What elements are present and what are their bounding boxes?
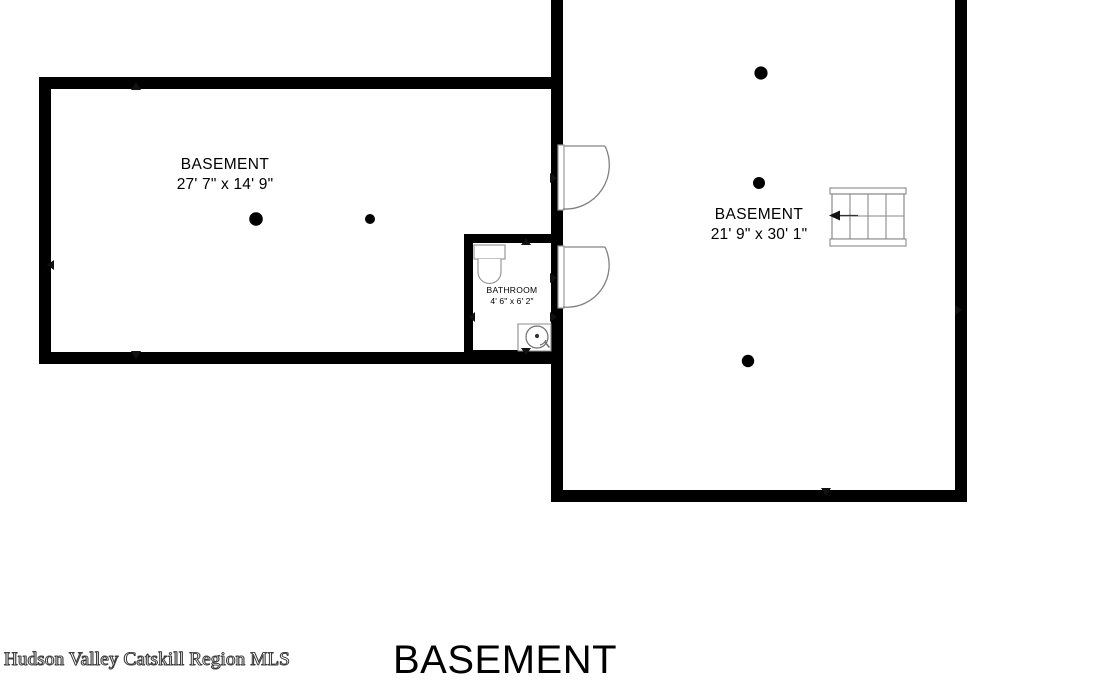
dimension-marker-left-top	[131, 82, 141, 90]
wall-left-west	[39, 77, 51, 364]
dimension-marker-bath-east	[550, 312, 557, 322]
walls-left-section	[39, 77, 560, 364]
door-swing-icon-upper	[557, 144, 610, 211]
ceiling-light-left-2	[365, 214, 375, 224]
ceiling-light-right-2	[753, 177, 765, 189]
room-label-basement-left: BASEMENT 27' 7" x 14' 9"	[122, 155, 328, 195]
wall-bathroom-west	[464, 234, 473, 359]
dimension-marker-left-west	[47, 260, 54, 270]
wall-bathroom-bottom	[464, 350, 563, 359]
room-dimensions-bathroom: 4' 6" x 6' 2"	[490, 296, 534, 306]
dimension-marker-door-upper	[550, 173, 557, 183]
plan-title: BASEMENT	[392, 638, 618, 682]
room-dimensions-basement-right: 21' 9" x 30' 1"	[710, 226, 808, 243]
wall-right-bottom	[551, 490, 967, 502]
dimension-marker-bath-bottom	[521, 348, 531, 355]
dimension-marker-right-bottom	[821, 488, 831, 496]
dimension-marker-bath-west	[469, 312, 475, 322]
room-label-basement-right: BASEMENT 21' 9" x 30' 1"	[656, 205, 862, 245]
ceiling-light-left-1	[249, 212, 263, 226]
wall-left-bottom	[39, 352, 560, 364]
room-name-bathroom: BATHROOM	[486, 285, 538, 295]
ceiling-light-right-3	[741, 354, 755, 368]
dimension-marker-right-east	[955, 305, 962, 315]
wall-left-top	[39, 77, 560, 89]
ceiling-light-right-1	[754, 66, 768, 80]
wall-right-west	[551, 0, 563, 502]
walls-right-section	[551, 0, 967, 502]
dimension-marker-left-bottom	[131, 351, 141, 359]
window-icon	[829, 187, 907, 247]
wall-right-east	[955, 0, 967, 502]
wall-bathroom-top	[464, 234, 563, 243]
sink-icon	[517, 323, 552, 352]
room-label-bathroom: BATHROOM 4' 6" x 6' 2"	[452, 285, 572, 307]
dimension-marker-bath-top	[521, 238, 531, 245]
toilet-icon	[473, 244, 506, 284]
room-name-basement-right: BASEMENT	[714, 206, 804, 223]
ceiling-lights	[249, 66, 768, 368]
dimension-markers	[47, 82, 962, 496]
mls-watermark: Hudson Valley Catskill Region MLS	[4, 649, 291, 671]
door-swing-icon-lower	[557, 245, 610, 309]
dimension-marker-door-lower	[550, 273, 557, 283]
room-name-basement-left: BASEMENT	[180, 156, 270, 173]
room-dimensions-basement-left: 27' 7" x 14' 9"	[176, 176, 274, 193]
